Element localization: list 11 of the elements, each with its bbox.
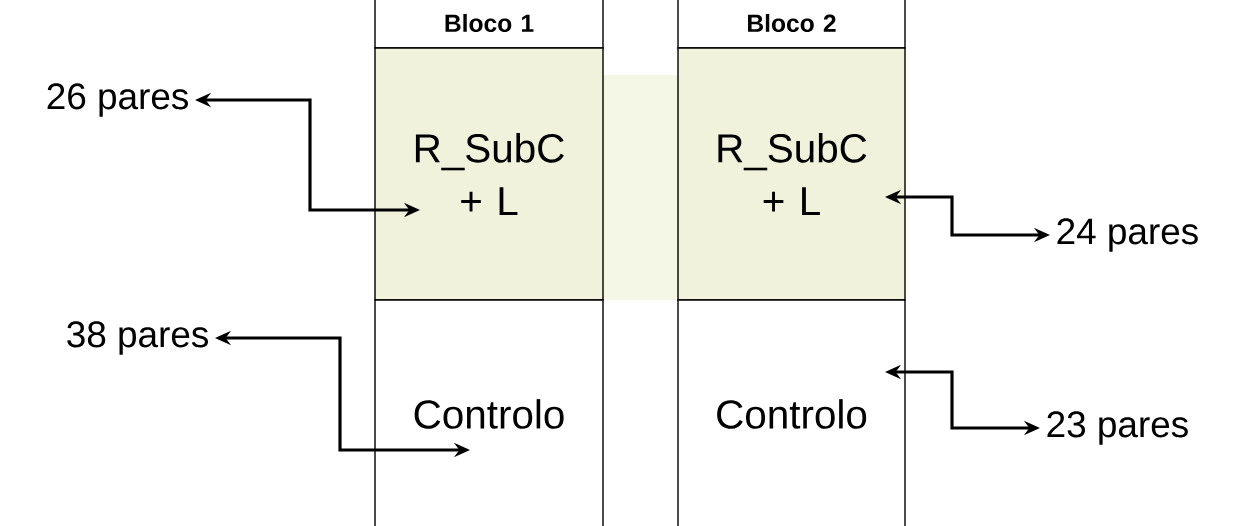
control-cell: Controlo: [374, 299, 604, 526]
count-label: 24 pares: [1057, 218, 1198, 252]
count-label: 23 pares: [1047, 411, 1188, 445]
header-cell: Bloco 1: [374, 0, 604, 49]
treatment-cell: R_SubC + L: [677, 47, 906, 301]
treatment-cell: R_SubC + L: [374, 47, 604, 301]
count-label: 26 pares: [47, 83, 188, 117]
header-cell: Bloco 2: [677, 0, 906, 49]
control-cell: Controlo: [677, 299, 906, 526]
connecting-band: [603, 75, 678, 300]
count-label: 38 pares: [67, 321, 208, 355]
